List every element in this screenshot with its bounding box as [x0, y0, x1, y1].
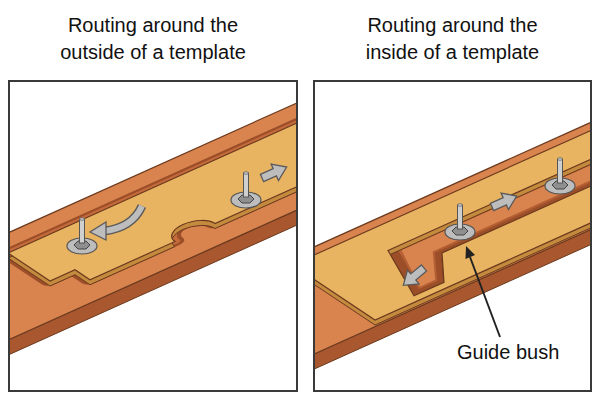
template — [10, 109, 296, 291]
direction-arrow-outline — [104, 206, 142, 231]
part-label: Guide bush — [455, 340, 561, 364]
panel-title: Routing around the inside of a template — [342, 12, 564, 66]
clamp-bolt — [545, 158, 575, 194]
direction-arrow — [104, 206, 142, 231]
groove-floor — [10, 109, 296, 291]
leader-arrowhead — [466, 246, 476, 259]
direction-arrow — [258, 159, 290, 186]
workpiece — [10, 97, 296, 359]
outside-routing-scene — [10, 97, 296, 374]
template — [315, 82, 590, 320]
routed-groove — [10, 109, 296, 291]
inside-routing-scene — [315, 82, 590, 384]
direction-arrow — [398, 261, 430, 292]
guide-bush — [231, 172, 261, 208]
leader-line — [470, 257, 500, 337]
direction-arrow — [488, 188, 520, 215]
panel-frame — [8, 80, 298, 392]
panel: Routing around the inside of a template — [313, 0, 592, 392]
direction-arrowhead — [90, 222, 106, 240]
panel-heading: Routing around the inside of a template — [313, 0, 592, 78]
panel-title: Routing around the outside of a template — [42, 12, 264, 66]
panel: Routing around the outside of a template — [8, 0, 298, 392]
guide-bush — [445, 204, 475, 240]
panel-heading: Routing around the outside of a template — [8, 0, 298, 78]
clamp-bolt — [67, 218, 97, 254]
